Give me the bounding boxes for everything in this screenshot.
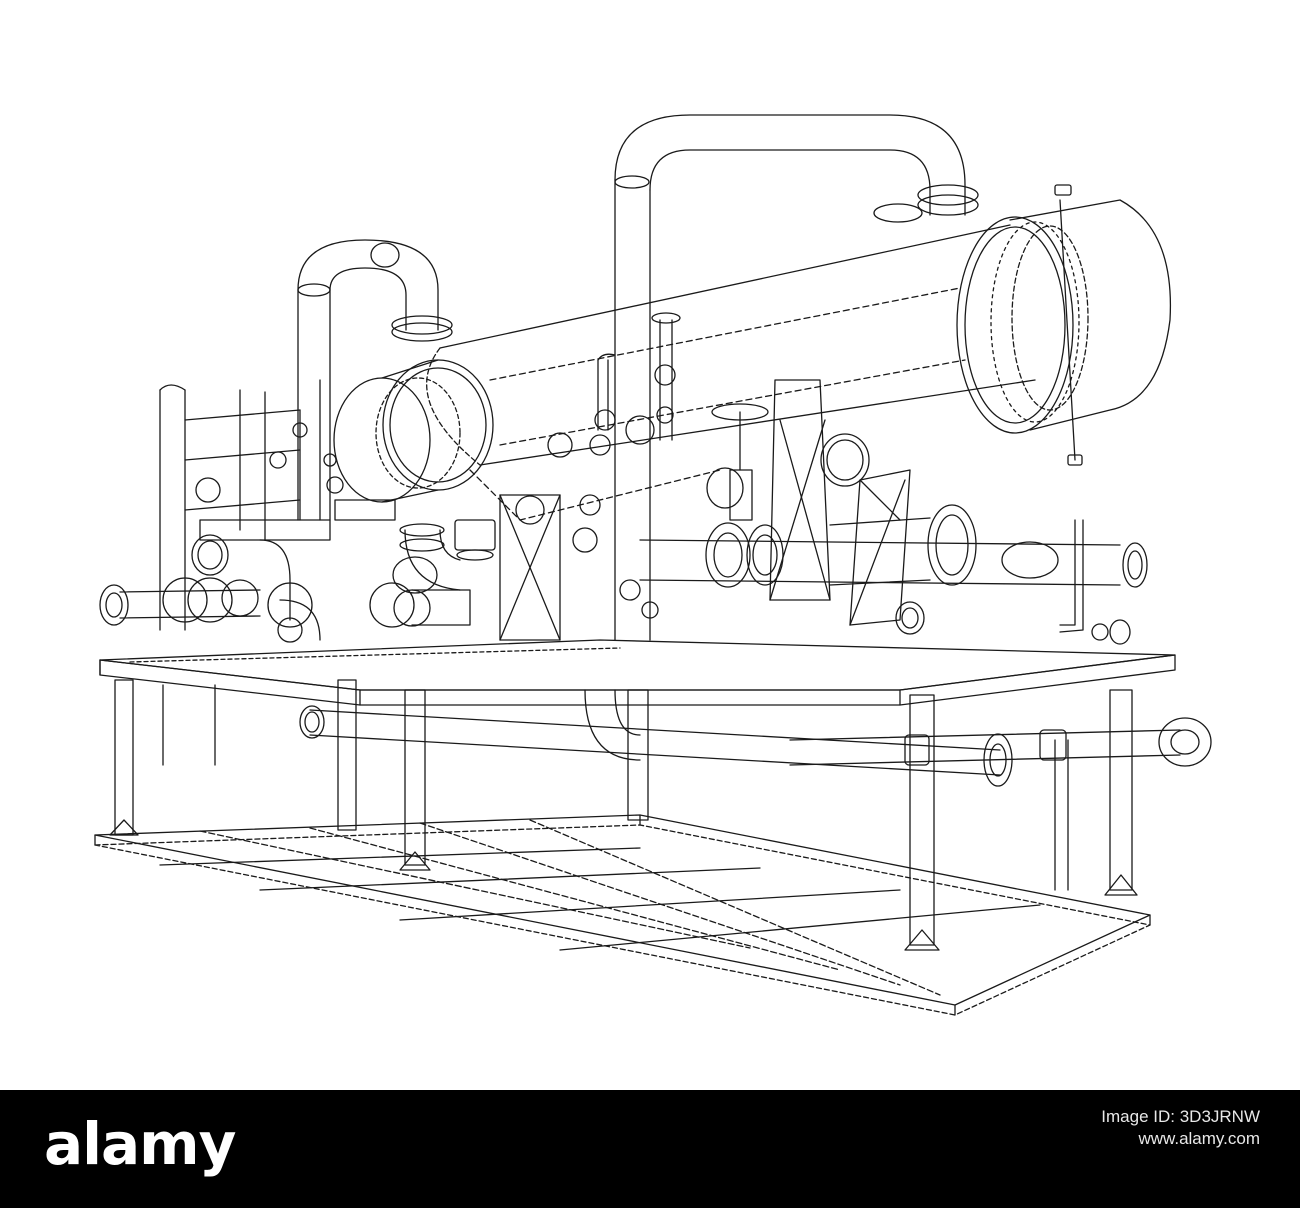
skid-heat-exchanger-sketch: [94, 114, 1212, 1016]
base-frame: [94, 814, 1151, 1016]
footer-meta: Image ID: 3D3JRNW www.alamy.com: [900, 1106, 1260, 1150]
left-instruments: [269, 379, 344, 521]
wireframe-drawing: [94, 114, 1212, 1016]
watermark-footer: alamy Image ID: 3D3JRNW www.alamy.com: [0, 1090, 1300, 1208]
main-deck: [99, 639, 1176, 706]
support-columns: [109, 679, 1138, 951]
handwheel-valves: [515, 403, 901, 525]
inner-tube-bundle: [469, 287, 966, 521]
image-id-text: Image ID: 3D3JRNW: [1101, 1107, 1260, 1126]
heat-exchanger-shell: [333, 224, 1036, 503]
left-manifold: [99, 534, 321, 643]
small-valves: [547, 312, 681, 619]
lower-pipeline: [299, 689, 1212, 787]
center-pipe-cluster: [369, 519, 496, 628]
left-u-pipe: [297, 239, 453, 521]
process-line-right: [639, 504, 1148, 645]
brand-logo: alamy: [44, 1110, 236, 1178]
center-u-pipe: [614, 114, 979, 641]
left-railing: [159, 384, 396, 631]
channel-head-right: [956, 184, 1172, 466]
site-url-text: www.alamy.com: [1138, 1129, 1260, 1148]
